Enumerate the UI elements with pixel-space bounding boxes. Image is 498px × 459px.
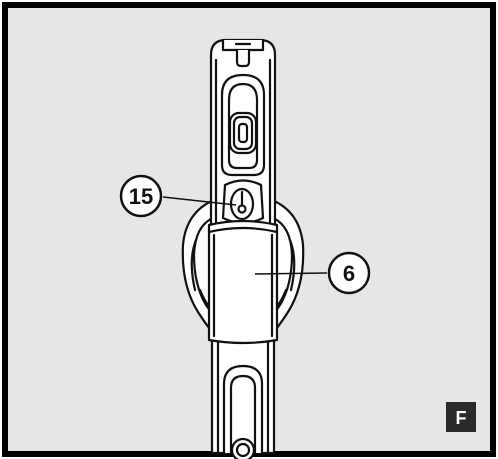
vacuum-handle [181, 38, 305, 459]
panel-letter: F [456, 408, 467, 428]
battery-body [207, 219, 279, 345]
release-button-hole [237, 204, 247, 214]
callout-6: 6 [254, 251, 371, 295]
callout-15-leader [162, 196, 237, 206]
callout-6-label: 6 [343, 261, 355, 286]
callout-15-label: 15 [129, 184, 153, 209]
panel-tag-box [446, 402, 476, 432]
callout-15-circle [119, 174, 163, 218]
callout-6-circle [327, 251, 371, 295]
panel-tag: F [446, 402, 476, 432]
callout-6-leader [254, 272, 328, 275]
callout-15: 15 [119, 174, 237, 218]
